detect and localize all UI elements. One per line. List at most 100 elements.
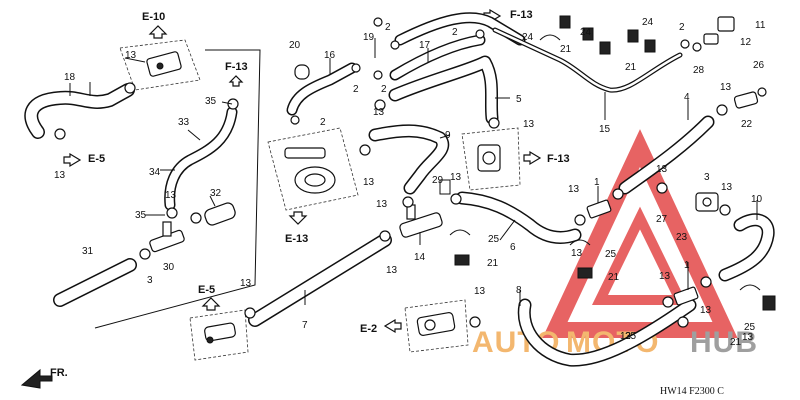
callout-13-o: 13 bbox=[721, 182, 733, 193]
callout-13-d: 13 bbox=[240, 278, 252, 289]
ref-e10: E-10 bbox=[142, 11, 168, 39]
callout-21-a: 21 bbox=[560, 44, 572, 55]
bypass-valve bbox=[477, 144, 501, 172]
callout-2f: 2 bbox=[679, 22, 685, 33]
pipe-15 bbox=[492, 27, 683, 93]
svg-text:F-13: F-13 bbox=[547, 153, 570, 165]
callout-15: 15 bbox=[599, 124, 611, 135]
callout-13-s: 13 bbox=[620, 331, 632, 342]
ref-f13-left: F-13 bbox=[225, 61, 248, 87]
callout-2c: 2 bbox=[353, 84, 359, 95]
left-group-border bbox=[94, 49, 261, 329]
watermark-text-hub: HUB bbox=[690, 326, 758, 359]
callout-11: 11 bbox=[755, 20, 766, 31]
hose-clips bbox=[294, 15, 776, 311]
svg-text:E-10: E-10 bbox=[142, 11, 165, 23]
ref-e13: E-13 bbox=[285, 211, 308, 245]
svg-text:E-2: E-2 bbox=[360, 323, 377, 335]
callout-21-c: 21 bbox=[487, 258, 499, 269]
thermostat-housing bbox=[284, 147, 336, 194]
hose-8 bbox=[517, 298, 697, 367]
callout-22: 22 bbox=[741, 119, 753, 130]
callout-10: 10 bbox=[751, 194, 763, 205]
callout-24-a: 24 bbox=[522, 32, 534, 43]
callout-1b: 1 bbox=[684, 260, 690, 271]
callout-20: 20 bbox=[289, 40, 301, 51]
callout-19: 19 bbox=[363, 32, 375, 43]
callout-25-a: 25 bbox=[488, 234, 500, 245]
callout-13-l: 13 bbox=[571, 248, 583, 259]
callout-3a: 3 bbox=[147, 275, 153, 286]
ref-front-arrow: FR. bbox=[20, 367, 68, 389]
callout-13-f: 13 bbox=[363, 177, 375, 188]
callout-25-b: 25 bbox=[605, 249, 617, 260]
callout-13-m: 13 bbox=[656, 164, 668, 175]
callout-9: 9 bbox=[445, 130, 451, 141]
detail-box-center bbox=[267, 127, 359, 211]
callout-13-j: 13 bbox=[523, 119, 535, 130]
callout-24-c: 24 bbox=[642, 17, 654, 28]
callout-33: 33 bbox=[178, 117, 190, 128]
callout-32: 32 bbox=[210, 188, 222, 199]
callout-34: 34 bbox=[149, 167, 161, 178]
callout-4: 4 bbox=[684, 92, 690, 103]
diagram-code: HW14 F2300 C bbox=[660, 386, 724, 397]
detail-box-right bbox=[461, 127, 521, 191]
svg-text:E-5: E-5 bbox=[198, 284, 215, 296]
callout-1a: 1 bbox=[594, 177, 600, 188]
callout-24-b: 24 bbox=[580, 27, 592, 38]
callout-13-b: 13 bbox=[54, 170, 66, 181]
callout-21-e: 21 bbox=[730, 337, 742, 348]
callout-30: 30 bbox=[163, 262, 175, 273]
hose-18 bbox=[24, 83, 135, 139]
callout-12: 12 bbox=[740, 37, 752, 48]
svg-text:E-5: E-5 bbox=[88, 153, 105, 165]
hose-clamps bbox=[54, 17, 767, 328]
hose-4 bbox=[618, 115, 715, 195]
callout-13-k: 13 bbox=[568, 184, 580, 195]
hose-5 bbox=[388, 55, 499, 125]
callout-13-t: 13 bbox=[742, 332, 754, 343]
callout-13-a: 13 bbox=[125, 50, 137, 61]
detail-box-bottom-mid bbox=[404, 299, 469, 353]
callout-13-r: 13 bbox=[474, 286, 486, 297]
callout-labels: 1 1 2 2 2 2 2 2 3 3 4 5 6 7 8 9 10 11 12… bbox=[54, 17, 766, 348]
callout-13-g: 13 bbox=[376, 199, 388, 210]
hose-16 bbox=[286, 62, 358, 116]
ref-e5-left: E-5 bbox=[63, 152, 105, 168]
hose-10 bbox=[718, 213, 775, 282]
svg-text:F-13: F-13 bbox=[510, 9, 533, 21]
callout-13-q: 13 bbox=[700, 305, 712, 316]
ref-e2: E-2 bbox=[360, 318, 402, 335]
ref-f13-mid: F-13 bbox=[523, 150, 570, 166]
callout-13-c: 13 bbox=[165, 190, 177, 201]
callout-2a: 2 bbox=[385, 22, 391, 33]
bracket-bottom-left bbox=[204, 322, 236, 344]
leader-lines bbox=[69, 38, 758, 306]
callout-31: 31 bbox=[82, 246, 94, 257]
callout-25-c: 25 bbox=[744, 322, 756, 333]
fitting-22 bbox=[733, 91, 759, 109]
hose-top bbox=[394, 12, 526, 46]
callout-13-h: 13 bbox=[386, 265, 398, 276]
callout-2b: 2 bbox=[452, 27, 458, 38]
callout-18: 18 bbox=[64, 72, 76, 83]
fitting-1 bbox=[586, 199, 612, 219]
callout-6: 6 bbox=[510, 242, 516, 253]
callout-28: 28 bbox=[693, 65, 705, 76]
callout-13-i: 13 bbox=[450, 172, 462, 183]
callout-27: 27 bbox=[656, 214, 668, 225]
hose-6 bbox=[455, 191, 582, 244]
callout-35-b: 35 bbox=[135, 210, 147, 221]
hose-34 bbox=[164, 106, 238, 211]
hose-7 bbox=[248, 233, 392, 327]
callout-13-e: 13 bbox=[373, 107, 385, 118]
t-joint-14 bbox=[399, 204, 443, 238]
valve-assembly-top-left bbox=[146, 51, 182, 77]
callout-16: 16 bbox=[324, 50, 336, 61]
valve-32 bbox=[204, 202, 236, 226]
callout-21-b: 21 bbox=[625, 62, 637, 73]
callout-14: 14 bbox=[414, 252, 426, 263]
callout-3b: 3 bbox=[704, 172, 710, 183]
